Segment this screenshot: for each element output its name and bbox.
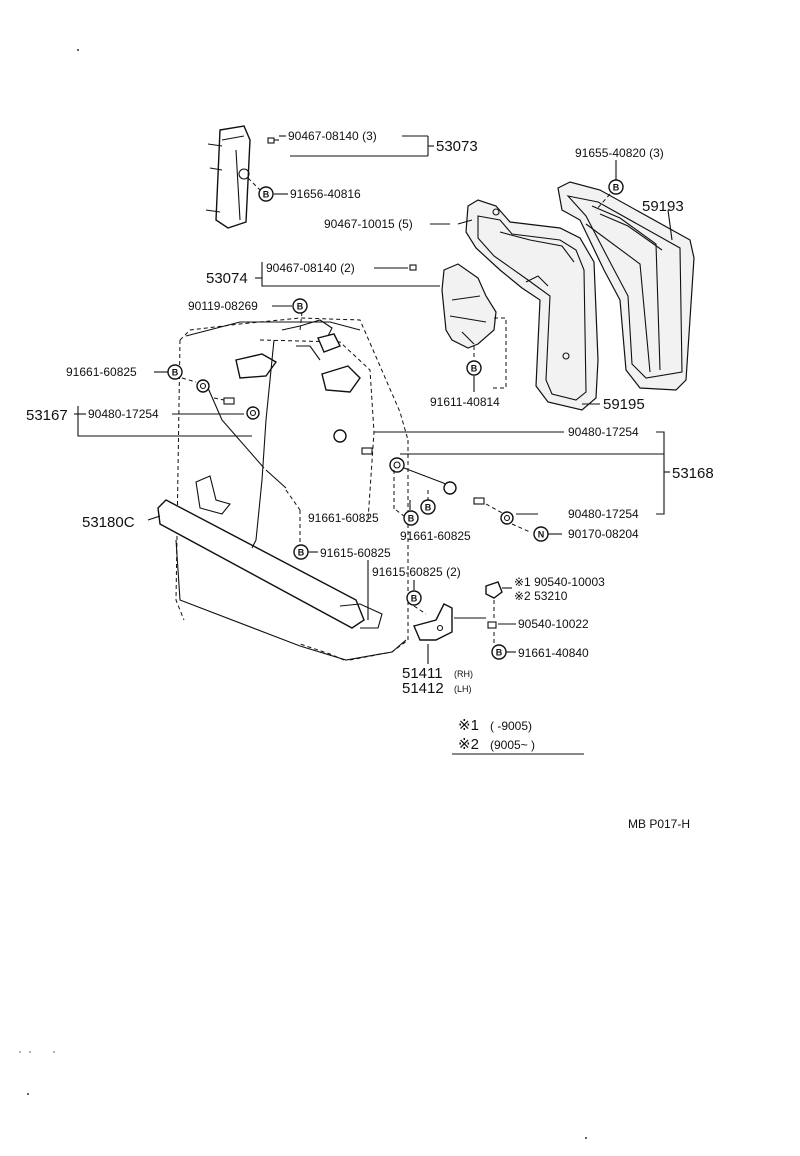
marker-b-91611-40814: B (466, 360, 482, 376)
label-59193: 59193 (642, 198, 684, 215)
label-59195: 59195 (603, 396, 645, 413)
bracket-51411-drawing (413, 603, 453, 641)
label-91615-60825: 91615-60825 (320, 546, 391, 560)
guard-59193-drawing (557, 181, 695, 391)
label-53180c: 53180C (82, 514, 135, 531)
tank-bracket-drawing (195, 475, 231, 515)
bracket-53074-drawing (441, 263, 497, 349)
svg-text:B: B (263, 190, 270, 200)
legend-text-1: ( -9005) (490, 719, 532, 733)
grommets-left-drawing (196, 379, 260, 420)
label-53074: 53074 (206, 270, 248, 287)
label-91661-60825-left: 91661-60825 (66, 365, 137, 379)
label-90467-08140-2: 90467-08140 (2) (266, 261, 355, 275)
svg-text:B: B (297, 302, 304, 312)
screw-90467-08140-top-drawing (267, 137, 279, 144)
svg-text:B: B (613, 183, 620, 193)
label-51411-side: (RH) (454, 669, 473, 679)
cable-drawing (207, 319, 341, 549)
bar-53180c-drawing (157, 499, 383, 629)
label-91611-40814: 91611-40814 (430, 395, 500, 409)
label-90467-08140-3: 90467-08140 (3) (288, 129, 377, 143)
marker-b-90119-08269: B (292, 298, 308, 314)
label-53210: ※2 53210 (514, 589, 568, 603)
legend-mark-1: ※1 (458, 717, 479, 734)
callout-labels: 90467-08140 (3) 53073 91656-40816 91655-… (26, 129, 714, 697)
marker-b-91661-60825-right-a: B (403, 510, 419, 526)
label-51411: 51411 (402, 665, 443, 682)
label-53073: 53073 (436, 138, 478, 155)
leader-lines (74, 135, 673, 755)
marker-b-91615-60825-2: B (406, 590, 422, 606)
svg-text:B: B (496, 648, 503, 658)
label-53168: 53168 (672, 465, 714, 482)
bracket-53073-drawing (205, 125, 251, 229)
label-91655-40820-3: 91655-40820 (3) (575, 146, 664, 160)
marker-b-91655-40820: B (608, 179, 624, 195)
fuel-tank-drawing (175, 317, 409, 661)
marker-b-91615-60825: B (293, 544, 309, 560)
label-91661-60825-right: 91661-60825 (400, 529, 471, 543)
marker-b-91661-60825-right-b: B (420, 499, 436, 515)
markers: B B B B B B B N (167, 179, 624, 660)
svg-text:B: B (172, 368, 179, 378)
marker-n-90170-08204: N (533, 526, 549, 542)
grommets-right-drawing (333, 429, 514, 525)
legend-text-2: (9005~ ) (490, 738, 535, 752)
marker-b-91661-40840: B (491, 644, 507, 660)
label-90170-08204: 90170-08204 (568, 527, 639, 541)
diagram-code: MB P017-H (628, 817, 690, 831)
label-90480-17254-right-top: 90480-17254 (568, 425, 639, 439)
marker-b-91656-40816: B (258, 186, 274, 202)
label-91661-60825-mid: 91661-60825 (308, 511, 379, 525)
label-51412: 51412 (402, 680, 444, 697)
svg-text:B: B (408, 514, 415, 524)
label-90540-10022: 90540-10022 (518, 617, 589, 631)
svg-text:N: N (538, 530, 545, 540)
legend: ※1 ( -9005) ※2 (9005~ ) (458, 717, 535, 753)
plug-90540-10003-drawing (485, 581, 503, 629)
label-51412-side: (LH) (454, 684, 472, 694)
svg-text:B: B (298, 548, 305, 558)
svg-text:B: B (411, 594, 418, 604)
label-90467-10015-5: 90467-10015 (5) (324, 217, 413, 231)
label-90540-10003: ※1 90540-10003 (514, 575, 605, 589)
label-90119-08269: 90119-08269 (188, 299, 258, 313)
label-91656-40816: 91656-40816 (290, 187, 361, 201)
scan-specks (19, 49, 587, 1139)
legend-mark-2: ※2 (458, 736, 479, 753)
label-53167: 53167 (26, 407, 68, 424)
label-90480-17254-left: 90480-17254 (88, 407, 159, 421)
label-91615-60825-2: 91615-60825 (2) (372, 565, 461, 579)
label-90480-17254-right-bottom: 90480-17254 (568, 507, 639, 521)
label-91661-40840: 91661-40840 (518, 646, 589, 660)
svg-text:B: B (425, 503, 432, 513)
svg-text:B: B (471, 364, 478, 374)
marker-b-91661-60825-left: B (167, 364, 183, 380)
